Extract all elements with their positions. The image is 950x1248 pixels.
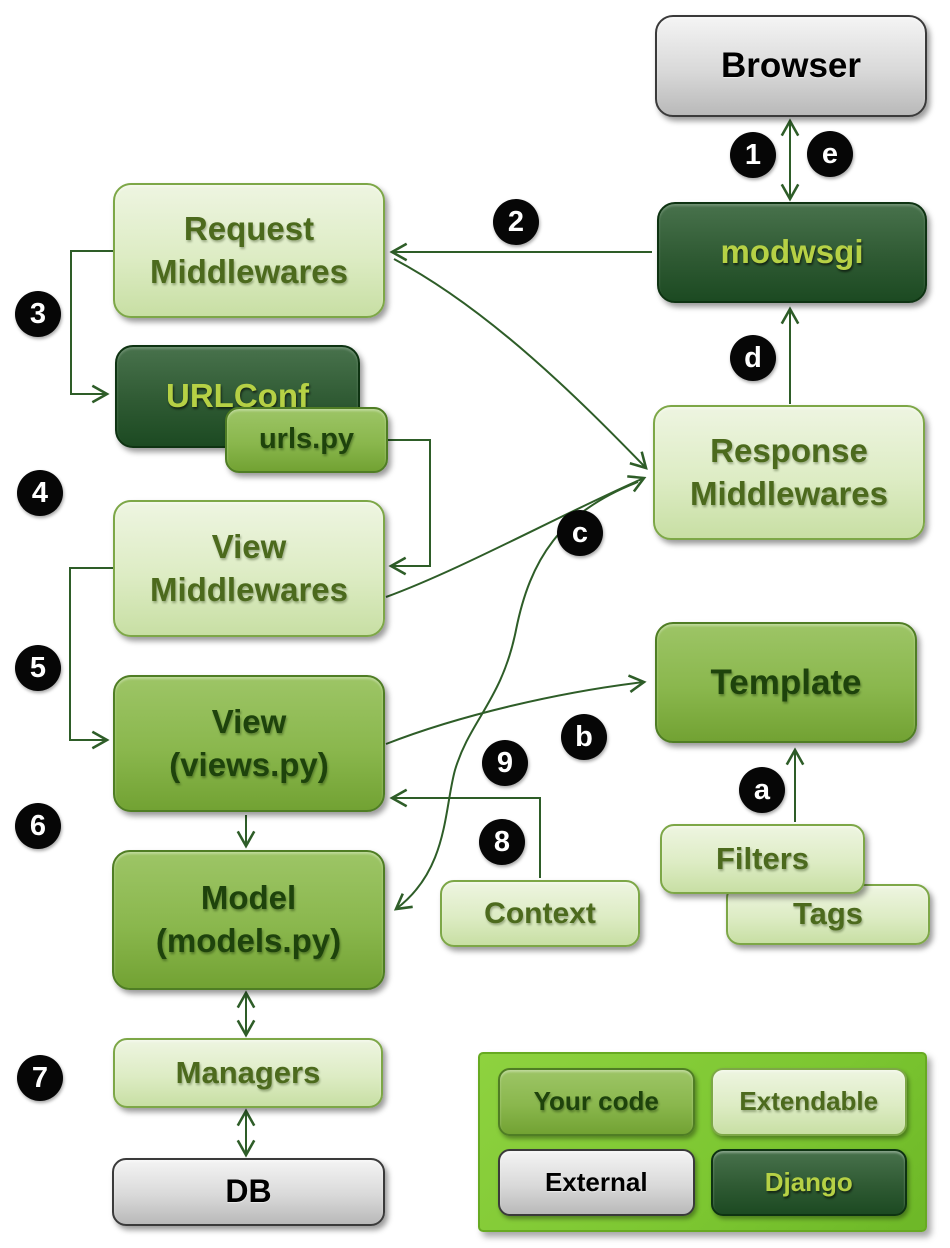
legend-item-external: External <box>498 1148 695 1216</box>
node-label: Context <box>484 897 596 930</box>
step-badge-d: d <box>730 335 776 381</box>
arrow-view-middlewares-to-response-middlewares <box>385 475 647 598</box>
node-label: Browser <box>720 46 862 86</box>
step-badge-c: c <box>557 510 603 556</box>
arrow-urlspy-to-view-middlewares <box>388 439 431 576</box>
node-label: Middlewares <box>689 474 889 512</box>
node-view: View (views.py) <box>113 675 385 812</box>
legend-item-django: Django <box>710 1148 907 1216</box>
step-badge-a: a <box>739 767 785 813</box>
node-browser: Browser <box>655 15 927 117</box>
node-label: Tags <box>792 896 864 932</box>
node-label: Middlewares <box>149 570 349 608</box>
node-label: Model <box>200 879 297 917</box>
node-context: Context <box>440 880 640 947</box>
step-badge-5: 5 <box>15 645 61 691</box>
node-label: View <box>211 702 287 740</box>
node-label: Response <box>710 431 868 469</box>
step-badge-6: 6 <box>15 803 61 849</box>
arrow-context-to-view <box>389 788 541 878</box>
node-managers: Managers <box>113 1038 383 1108</box>
arrow-view-middlewares-to-view <box>69 567 113 750</box>
arrow-request-middlewares-to-urlconf <box>70 250 113 404</box>
node-urls-py: urls.py <box>225 407 388 473</box>
step-badge-9: 9 <box>482 740 528 786</box>
node-label: Request <box>183 209 315 247</box>
node-label: Middlewares <box>149 252 349 290</box>
node-label: View <box>211 527 287 565</box>
step-badge-7: 7 <box>17 1055 63 1101</box>
legend-item-extendable: Extendable <box>710 1068 907 1136</box>
step-badge-b: b <box>561 714 607 760</box>
step-badge-e: e <box>807 131 853 177</box>
step-badge-8: 8 <box>479 819 525 865</box>
node-label: DB <box>225 1173 272 1210</box>
node-filters: Filters <box>660 824 865 894</box>
arrow-view-to-template <box>385 674 647 745</box>
node-label: Filters <box>715 840 810 876</box>
arrow-request-middlewares-to-response-middlewares <box>393 258 648 470</box>
step-badge-1: 1 <box>730 132 776 178</box>
node-label: modwsgi <box>720 233 864 271</box>
step-badge-3: 3 <box>15 291 61 337</box>
node-modwsgi: modwsgi <box>657 202 927 303</box>
legend-item-your-code: Your code <box>498 1068 695 1136</box>
node-model: Model (models.py) <box>112 850 385 990</box>
step-badge-2: 2 <box>493 199 539 245</box>
node-template: Template <box>655 622 917 743</box>
node-db: DB <box>112 1158 385 1226</box>
step-badge-4: 4 <box>17 470 63 516</box>
node-label: (views.py) <box>169 745 329 783</box>
node-tags: Tags <box>726 884 930 945</box>
node-label: Managers <box>175 1054 321 1090</box>
node-label: Template <box>710 662 862 702</box>
node-label: urls.py <box>258 423 355 456</box>
node-label: (models.py) <box>155 922 342 959</box>
